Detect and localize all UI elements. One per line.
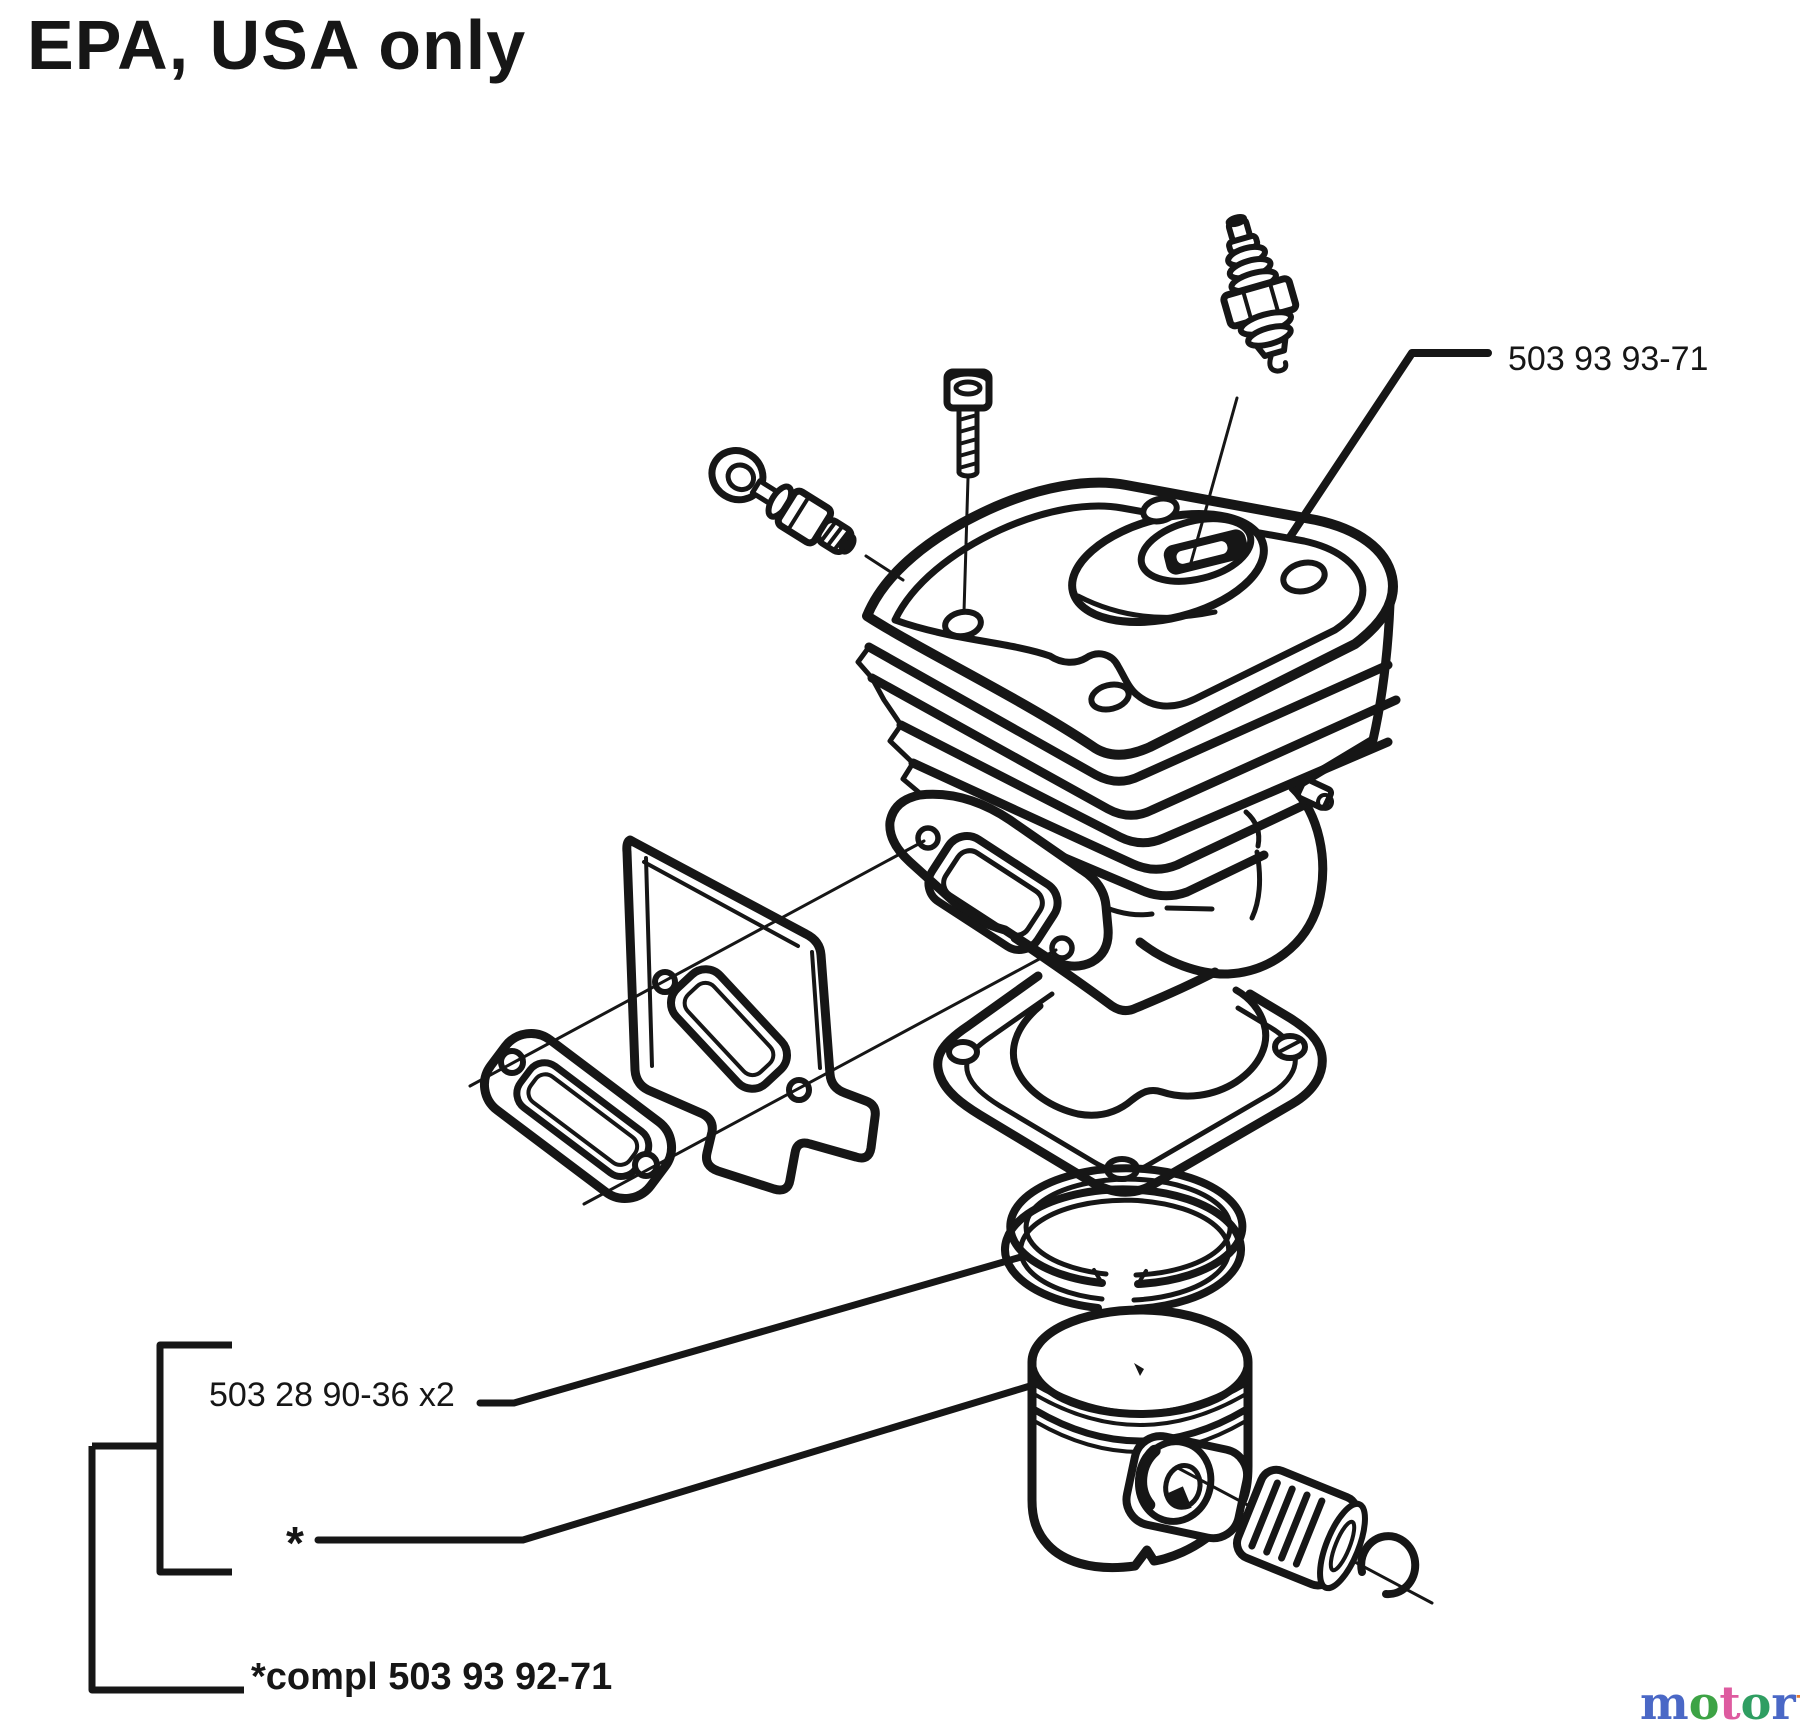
bracket-lines [88,1341,244,1694]
alignment-lines [468,396,1239,1206]
circlip [1357,1532,1420,1599]
leader-lines [314,349,1492,1544]
cylinder [855,477,1401,1016]
part-label-assembly: *compl 503 93 92-71 [251,1656,613,1698]
exhaust-flange [885,789,1113,971]
part-label-asterisk: * [286,1517,304,1569]
part-label-cylinder: 503 93 93-71 [1508,340,1709,378]
piston [1027,1305,1253,1573]
part-label-rings: 503 28 90-36 x2 [209,1376,455,1414]
page-title: EPA, USA only [27,6,527,84]
watermark-logo: motoruf.de [1640,1680,1800,1725]
watermark-logo-letters: motoruf [1640,1676,1800,1725]
spark-plug [1220,214,1300,374]
cylinder-bolt [943,368,993,479]
wrist-pin-boss [1122,1432,1252,1543]
needle-bearing [1233,1465,1368,1592]
muffler-plate [622,835,880,1195]
decompression-valve [708,447,857,556]
piston-rings [1001,1164,1247,1313]
